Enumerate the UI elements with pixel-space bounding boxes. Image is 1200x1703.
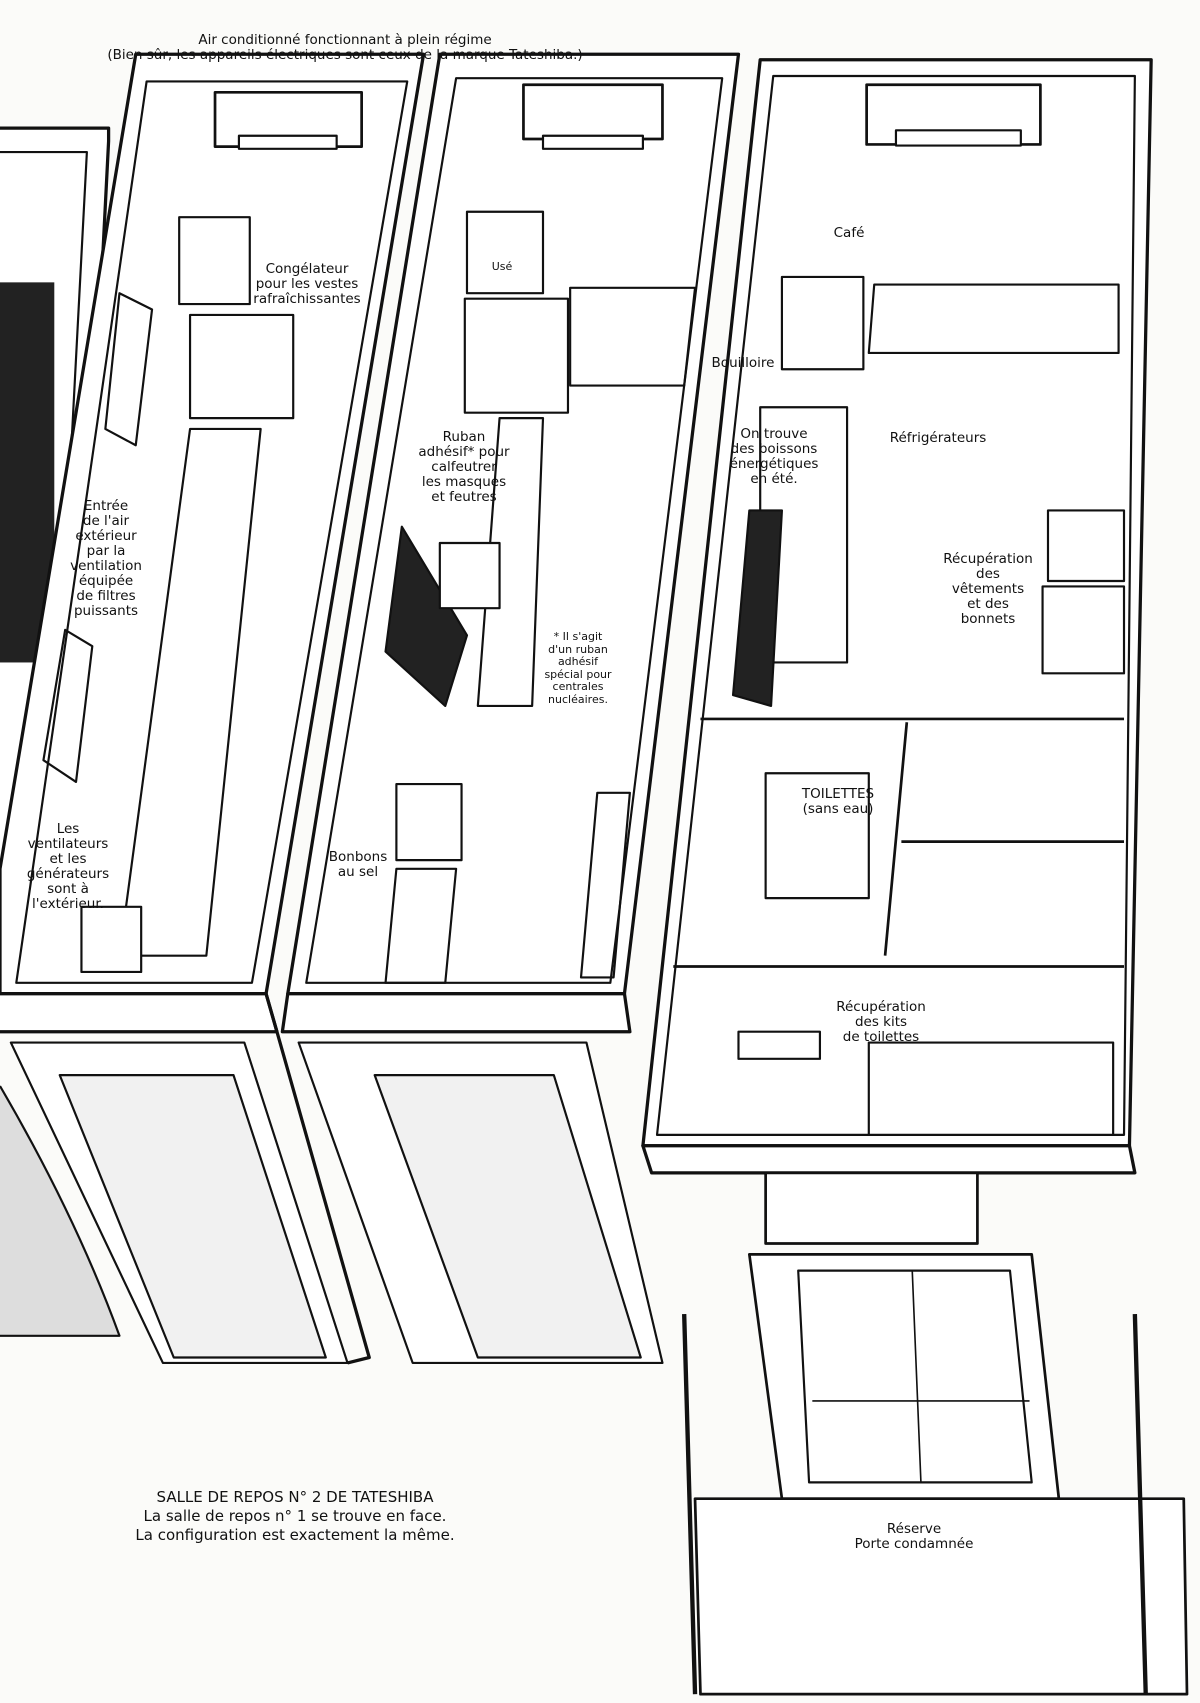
toilet-kits-label: Récupération des kits de toilettes — [836, 999, 926, 1045]
entrance-structure — [682, 1171, 1189, 1696]
tape-label: Ruban adhésif* pour calfeutrer les masqu… — [418, 429, 510, 505]
coffee-label: Café — [833, 225, 865, 241]
air-intake-label: Entrée de l'air extérieur par la ventila… — [70, 498, 142, 619]
container-3 — [641, 58, 1153, 1175]
container-2 — [280, 52, 741, 1365]
freezer-label: Congélateur pour les vestes rafraîchissa… — [253, 261, 361, 307]
container-1 — [0, 52, 426, 1365]
clothes-label: Récupération des vêtements et des bonnet… — [943, 551, 1033, 627]
caption-block: SALLE DE REPOS N° 2 DE TATESHIBA La sall… — [105, 1488, 485, 1545]
footnote-label: * Il s'agit d'un ruban adhésif spécial p… — [544, 630, 612, 706]
candy-label: Bonbons au sel — [328, 849, 388, 880]
storage-label: Réserve Porte condamnée — [854, 1521, 974, 1552]
fans-label: Les ventilateurs et les générateurs sont… — [26, 821, 110, 912]
caption-line-1: La salle de repos n° 1 se trouve en face… — [143, 1507, 447, 1525]
toilets-label: TOILETTES (sans eau) — [801, 786, 875, 817]
caption-title: SALLE DE REPOS N° 2 DE TATESHIBA — [156, 1488, 434, 1506]
drinks-label: On trouve des boissons énergétiques en é… — [729, 426, 819, 487]
used-label: Usé — [491, 260, 513, 273]
aircon-label: Air conditionné fonctionnant à plein rég… — [107, 32, 583, 63]
fridges-label: Réfrigérateurs — [889, 430, 987, 446]
kettle-label: Bouilloire — [711, 355, 775, 371]
caption-line-2: La configuration est exactement la même. — [135, 1526, 455, 1544]
